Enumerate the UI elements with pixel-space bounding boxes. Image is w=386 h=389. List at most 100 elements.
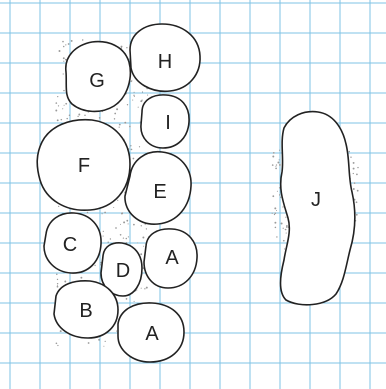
speckle-dot [140, 253, 142, 255]
speckle-dot [138, 107, 139, 108]
speckle-dot [114, 118, 115, 119]
speckle-dot [99, 117, 101, 119]
speckle-dot [280, 197, 281, 198]
speckle-dot [275, 166, 276, 167]
speckle-dot [115, 227, 117, 229]
speckle-dot [353, 188, 355, 190]
speckle-dot [276, 210, 277, 211]
speckle-dot [126, 47, 127, 48]
speckle-dot [78, 114, 80, 116]
speckle-dot [356, 174, 358, 176]
speckle-dot [147, 95, 148, 96]
speckle-dot [272, 213, 273, 214]
speckle-dot [103, 236, 104, 237]
speckle-dot [69, 115, 71, 117]
region-i-label: I [165, 112, 171, 134]
speckle-dot [353, 162, 355, 164]
region-g: G [66, 42, 131, 112]
speckle-dot [128, 236, 129, 237]
speckle-dot [57, 119, 59, 121]
speckle-dot [350, 156, 351, 157]
region-j: J [281, 112, 355, 305]
speckle-dot [119, 124, 121, 126]
speckle-dot [56, 342, 58, 344]
speckle-dot [104, 212, 106, 214]
speckle-dot [146, 287, 148, 289]
speckle-dot [277, 191, 278, 192]
speckle-dot [103, 231, 104, 232]
region-a-lower: A [118, 303, 184, 362]
speckle-dot [103, 346, 104, 347]
speckle-dot [88, 342, 90, 344]
speckle-dot [279, 159, 280, 160]
speckle-dot [60, 330, 62, 332]
speckle-dot [281, 223, 283, 225]
speckle-dot [282, 206, 283, 207]
speckle-dot [57, 283, 58, 284]
speckle-dot [108, 242, 109, 243]
speckle-dot [116, 108, 118, 110]
speckle-dot [286, 233, 287, 234]
speckle-dot [130, 145, 131, 146]
speckle-dot [144, 288, 145, 289]
region-e-label: E [153, 181, 166, 203]
speckle-dot [61, 119, 63, 121]
speckle-dot [134, 96, 135, 97]
speckle-dot [116, 331, 117, 332]
speckle-dot [66, 118, 67, 119]
region-e: E [125, 152, 191, 224]
speckle-dot [121, 213, 123, 215]
speckle-dot [133, 224, 135, 226]
region-c: C [44, 213, 101, 273]
speckle-dot [274, 222, 276, 224]
speckle-dot [57, 285, 58, 286]
speckle-dot [65, 103, 67, 105]
speckle-dot [141, 99, 142, 100]
speckle-dot [123, 237, 124, 238]
speckle-dot [62, 41, 64, 43]
speckle-dot [275, 168, 277, 170]
speckle-dot [55, 102, 57, 104]
speckle-dot [274, 212, 276, 214]
speckle-dot [63, 61, 64, 62]
speckle-dot [133, 158, 135, 160]
speckle-dot [127, 104, 128, 105]
speckle-dot [356, 214, 358, 216]
speckle-dot [137, 242, 138, 243]
speckle-dot [119, 127, 120, 128]
speckle-dot [142, 91, 143, 92]
speckle-dot [58, 206, 59, 207]
region-a-lower-label: A [145, 323, 159, 345]
speckle-dot [105, 341, 106, 342]
region-f-label: F [78, 155, 90, 177]
speckle-dot [279, 194, 281, 196]
speckle-dot [62, 108, 63, 109]
speckle-dot [141, 288, 142, 289]
region-f: F [37, 120, 130, 211]
speckle-dot [68, 43, 70, 45]
speckle-dot [286, 226, 288, 228]
speckle-dot [128, 223, 129, 224]
speckle-dot [145, 224, 146, 225]
speckle-dot [87, 212, 89, 214]
speckle-dot [357, 167, 358, 168]
speckle-dot [274, 214, 275, 215]
speckle-dot [63, 90, 64, 91]
speckle-dot [64, 281, 66, 283]
speckle-dot [131, 149, 133, 151]
speckle-dot [102, 213, 103, 214]
speckle-dot [141, 225, 142, 226]
speckle-dot [131, 80, 132, 81]
speckle-dot [277, 162, 279, 164]
speckle-dot [349, 151, 350, 152]
speckle-dot [272, 156, 274, 158]
region-b-label: B [79, 300, 92, 322]
speckle-dot [57, 96, 58, 97]
region-a-upper: A [144, 229, 197, 288]
speckle-dot [143, 246, 144, 247]
speckle-dot [276, 164, 277, 165]
speckle-dot [77, 116, 78, 117]
speckle-dot [123, 221, 125, 223]
speckle-dot [64, 105, 65, 106]
